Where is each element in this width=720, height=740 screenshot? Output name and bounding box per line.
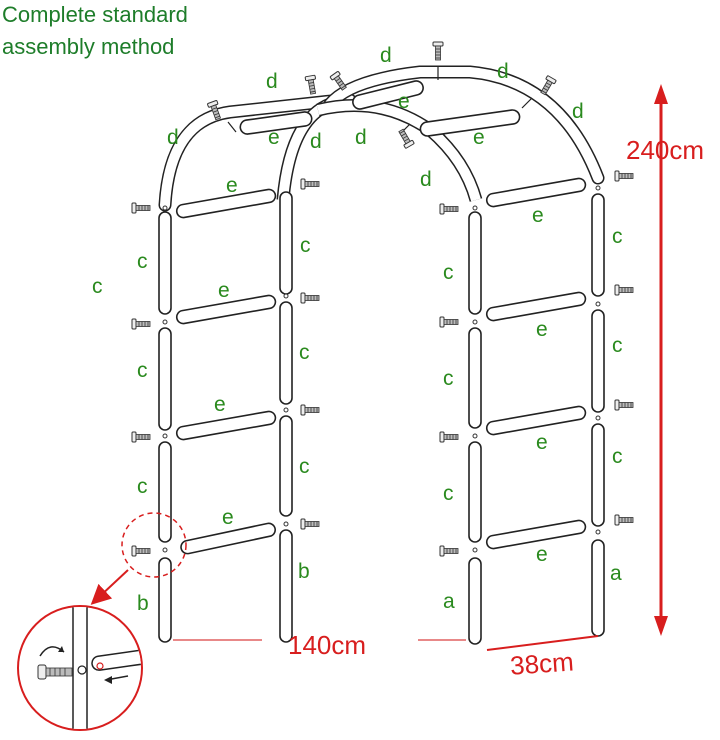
label-c: c [299,341,310,364]
screw-icon [37,664,73,680]
label-c: c [137,250,148,273]
label-e: e [218,279,230,302]
label-b: b [137,592,149,615]
label-c: c [612,334,623,357]
label-d: d [572,100,584,123]
label-e: e [214,393,226,416]
label-e: e [532,204,544,227]
label-c: c [299,455,310,478]
label-e: e [473,126,485,149]
label-d: d [497,60,509,83]
detail-callout [17,512,187,731]
label-c: c [443,367,454,390]
label-a: a [443,590,455,613]
title-line-1: Complete standard [2,2,188,27]
title-line-2: assembly method [2,34,175,59]
width-label: 140cm [288,630,366,660]
height-label: 240cm [626,135,704,165]
cross-bars-right [485,177,587,550]
dimension-height: 240cm [626,84,704,636]
front-arch [158,93,357,212]
label-d: d [355,126,367,149]
label-d: d [266,70,278,93]
label-c: c [612,445,623,468]
label-d: d [420,168,432,191]
post-front-left [158,205,172,643]
label-c: c [443,261,454,284]
dimension-depth: 38cm [486,635,599,681]
label-b: b [298,560,310,583]
label-c: c [137,475,148,498]
label-d: d [380,44,392,67]
label-c: c [300,234,311,257]
back-arch [316,65,605,202]
post-front-right [279,191,293,643]
label-e: e [536,543,548,566]
label-a: a [610,562,622,585]
post-back-left [468,205,482,645]
part-labels: d d d e d d e d d e d e e c c c c c e e … [92,44,623,615]
cross-bars-left [175,188,277,555]
label-d: d [167,126,179,149]
label-c: c [92,275,103,298]
label-c: c [137,359,148,382]
label-e: e [536,318,548,341]
label-d: d [310,130,322,153]
post-back-right [591,185,605,637]
label-e: e [536,431,548,454]
label-c: c [443,482,454,505]
label-e: e [268,126,280,149]
dimension-width: 140cm [173,630,466,660]
depth-label: 38cm [509,646,575,680]
label-c: c [612,225,623,248]
label-e: e [398,90,410,113]
label-e: e [226,174,238,197]
label-e: e [222,506,234,529]
